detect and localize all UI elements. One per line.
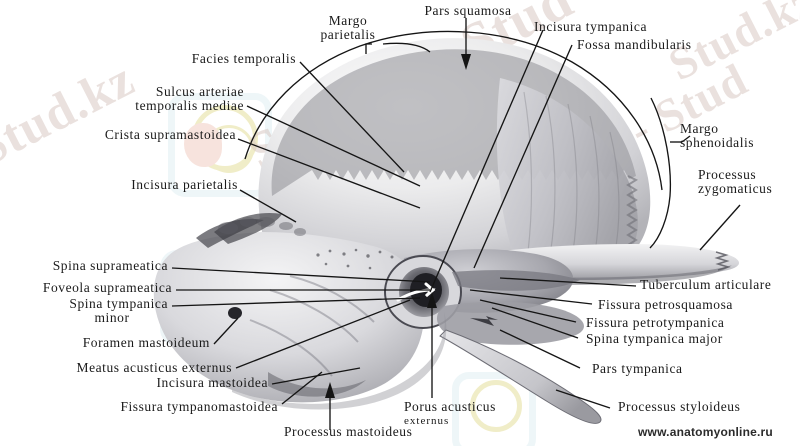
arrowhead-porus-acusticus	[427, 292, 437, 308]
watermark-diagonal-4: Stud.kz	[0, 49, 143, 177]
sphenoid-serrated-edge	[626, 175, 639, 256]
label-crista-supramastoidea: Crista supramastoidea	[104, 127, 236, 142]
leader-incisura-mastoidea	[271, 367, 361, 385]
site-url-watermark: www.anatomyonline.ru	[638, 425, 773, 439]
label-incisura-mastoidea: Incisura mastoidea	[156, 375, 268, 390]
pars-tympanica-shape	[436, 301, 584, 345]
mastoid-rough-texture	[218, 217, 306, 236]
leader-fissura-tympanomastoidea	[281, 371, 323, 405]
label-tuberculum-articulare: Tuberculum articulare	[640, 277, 772, 292]
label-spina-tympanica-minor: Spina tympanica minor	[69, 296, 168, 325]
label-fissura-tympanomastoidea: Fissura tympanomastoidea	[120, 399, 278, 414]
label-foveola-suprameatica: Foveola suprameatica	[42, 280, 172, 295]
leader-fissura-petrosquamosa	[469, 289, 593, 305]
label-processus-mastoideus: Processus mastoideus	[284, 424, 413, 439]
label-fossa-mandibularis: Fossa mandibularis	[577, 37, 692, 52]
incisura-mastoidea-shape	[268, 372, 366, 397]
label-margo-sphenoidalis: Margo sphenoidalis	[680, 121, 755, 150]
logo-blob	[174, 278, 208, 318]
leader-tuberculum-articulare	[499, 277, 637, 287]
label-processus-styloideus: Processus styloideus	[618, 399, 741, 414]
leader-processus-styloideus	[555, 389, 611, 409]
label-pars-tympanica: Pars tympanica	[592, 361, 683, 376]
incisura-parietalis-shape	[214, 212, 282, 244]
label-pars-squamosa: Pars squamosa	[424, 3, 512, 18]
logo-blob	[184, 123, 222, 167]
leader-processus-zygomaticus	[699, 204, 741, 251]
tuberculum-articulare-shape	[452, 270, 580, 291]
label-incisura-tympanica: Incisura tympanica	[534, 19, 647, 34]
label-fissura-petrosquamosa: Fissura petrosquamosa	[598, 297, 733, 312]
label-sulcus-arteriae-temporalis-mediae: Sulcus arteriae temporalis mediae	[135, 84, 244, 113]
tympanic-small-arrow	[470, 316, 498, 326]
label-spina-tympanica-major: Spina tympanica major	[586, 331, 723, 346]
label-fissura-petrotympanica: Fissura petrotympanica	[586, 315, 725, 330]
label-incisura-parietalis: Incisura parietalis	[131, 177, 238, 192]
label-facies-temporalis: Facies temporalis	[191, 51, 296, 66]
label-processus-zygomaticus: Processus zygomaticus	[698, 167, 773, 196]
label-spina-suprameatica: Spina suprameatica	[52, 258, 168, 273]
brace-margo-parietalis	[365, 43, 372, 54]
label-foramen-mastoideum: Foramen mastoideum	[82, 335, 210, 350]
arrowhead-processus-mastoideus	[325, 382, 335, 398]
leader-spina-tympanica-major	[491, 307, 579, 339]
label-meatus-acusticus-externus: Meatus acusticus externus	[76, 360, 232, 375]
crista-supramastoidea-shape	[196, 218, 264, 248]
label-porus-acusticus-externus: Porus acusticus externus	[404, 399, 496, 428]
leader-fissura-petrotympanica	[479, 299, 577, 323]
label-margo-parietalis: Margo parietalis	[320, 13, 376, 42]
zygomatic-tip-serration	[714, 251, 731, 271]
leader-pars-tympanica	[499, 329, 581, 369]
